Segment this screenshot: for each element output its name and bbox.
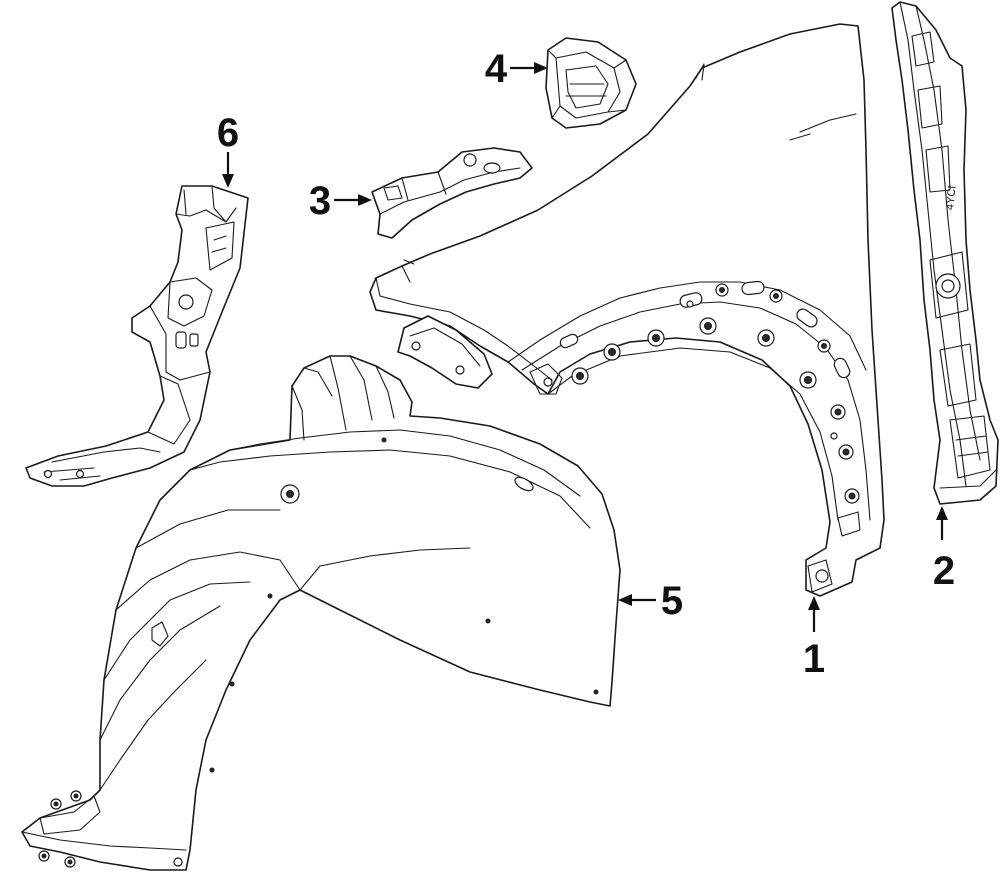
callout-3: 3 (309, 179, 372, 223)
callout-6-arrow (222, 174, 234, 188)
callout-6: 6 (217, 111, 239, 188)
callout-5-arrow (618, 594, 632, 606)
callout-3-label: 3 (309, 179, 331, 223)
callout-5-label: 5 (661, 579, 683, 623)
callout-6-label: 6 (217, 111, 239, 155)
callout-5: 5 (618, 579, 683, 623)
callout-2-arrow (936, 506, 948, 520)
bracket-stamp: 4YCI (944, 185, 958, 211)
part-6-front-bracket (25, 185, 249, 487)
part-2-side-bracket: 4YCI (891, 1, 999, 505)
callout-4: 4 (485, 47, 548, 91)
part-3-upper-bracket (371, 147, 533, 239)
callout-2: 2 (933, 506, 955, 593)
callout-1: 1 (803, 596, 825, 681)
part-5-fender-liner (21, 355, 621, 871)
callout-2-label: 2 (933, 549, 955, 593)
callout-1-arrow (808, 596, 820, 610)
callout-4-arrow (534, 62, 548, 74)
callout-3-arrow (358, 194, 372, 206)
part-1-fender (369, 23, 885, 597)
callout-1-label: 1 (803, 637, 825, 681)
callout-4-label: 4 (485, 47, 508, 91)
part-4-insulator (545, 37, 637, 129)
